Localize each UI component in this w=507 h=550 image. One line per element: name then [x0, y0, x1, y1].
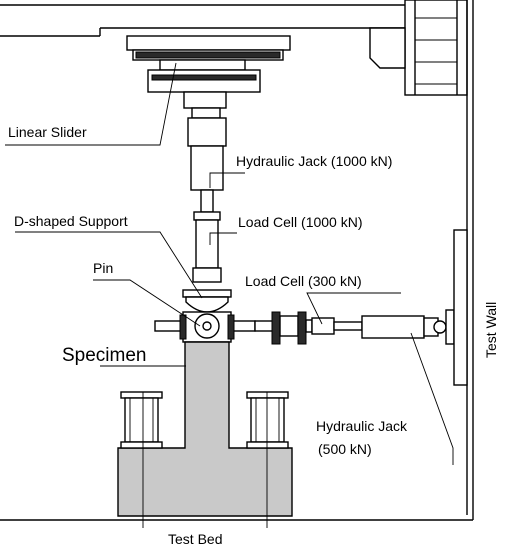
label-hydraulic-jack-500-line2: (500 kN)	[318, 441, 372, 457]
wall-plate	[453, 229, 468, 386]
vertical-hydraulic-jack	[187, 117, 227, 213]
test-bed	[0, 392, 473, 528]
hold-down-blocks	[120, 391, 289, 449]
label-test-wall: Test Wall	[483, 302, 499, 358]
label-hydraulic-jack-1000: Hydraulic Jack (1000 kN)	[236, 153, 392, 169]
vertical-load-cell	[192, 211, 222, 283]
label-load-cell-300: Load Cell (300 kN)	[245, 273, 362, 289]
d-shaped-support	[182, 289, 232, 313]
label-hydraulic-jack-500-line1: Hydraulic Jack	[316, 418, 408, 434]
label-specimen: Specimen	[62, 345, 147, 366]
label-test-bed: Test Bed	[168, 531, 222, 547]
label-d-shaped-support: D-shaped Support	[14, 213, 128, 229]
leader-lines	[5, 62, 454, 465]
horizontal-hydraulic-jack	[361, 309, 455, 345]
pin-assembly	[154, 311, 256, 343]
horizontal-load-cell	[254, 311, 363, 345]
reaction-frame	[0, 0, 474, 520]
label-linear-slider: Linear Slider	[8, 124, 87, 140]
label-pin: Pin	[93, 260, 113, 276]
linear-slider	[126, 35, 291, 119]
label-load-cell-1000: Load Cell (1000 kN)	[238, 214, 363, 230]
